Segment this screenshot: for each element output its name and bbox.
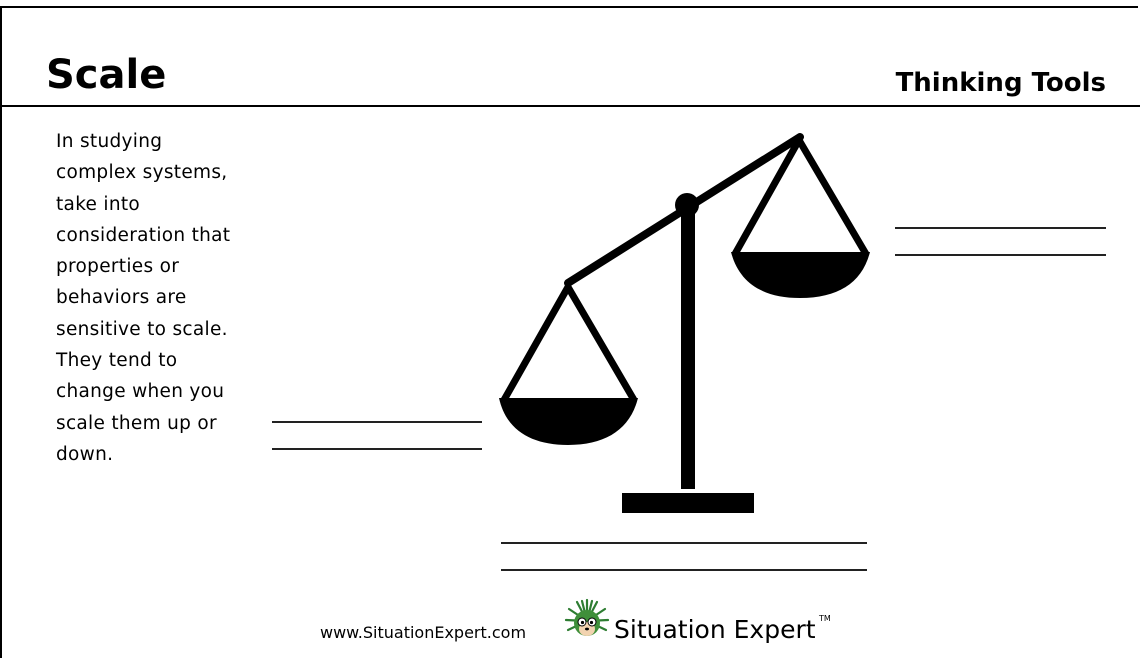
left-pan: [499, 398, 638, 445]
scale-post: [681, 205, 695, 489]
footer-website-link[interactable]: www.SituationExpert.com: [320, 622, 526, 644]
porcupine-mascot-icon: [564, 598, 610, 644]
brand-name: Situation Expert: [614, 614, 816, 646]
trademark-mark: TM: [819, 614, 831, 623]
right-pan: [731, 252, 870, 298]
left-pan-strings: [504, 287, 634, 400]
right-pan-strings: [735, 140, 866, 254]
balance-scale-icon: [499, 137, 870, 513]
scale-base: [622, 493, 754, 513]
